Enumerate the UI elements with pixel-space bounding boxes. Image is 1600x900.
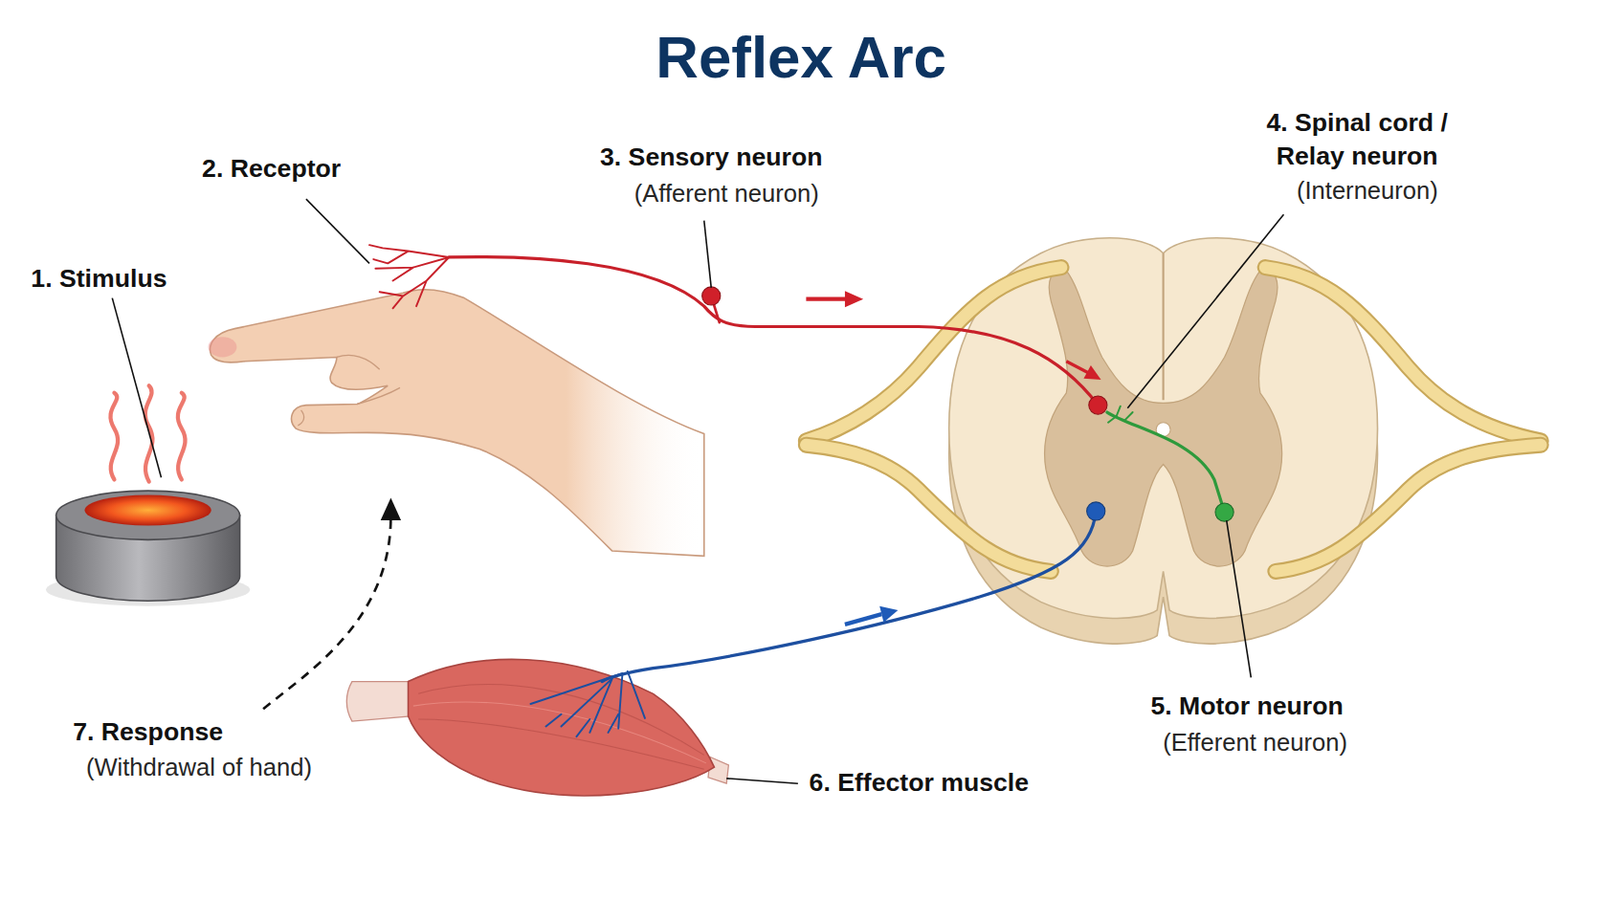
sensory-cell-body xyxy=(702,287,721,306)
fingertip-redness xyxy=(208,336,238,357)
nerve-root xyxy=(805,444,1051,572)
burner-glow xyxy=(85,494,212,526)
arrow-head xyxy=(844,290,864,308)
diagram-title: Reflex Arc xyxy=(655,22,947,90)
motor-end-plates xyxy=(530,671,645,737)
callout-label: 5. Motor neuron xyxy=(1150,691,1343,723)
leader-line xyxy=(306,199,370,264)
dorsal-fissure xyxy=(1162,253,1165,401)
hand-crease xyxy=(356,387,400,404)
receptor-endings xyxy=(369,244,449,309)
direction-arrow xyxy=(805,297,847,302)
sensory-terminal xyxy=(1088,396,1108,415)
interneuron-fiber xyxy=(1107,412,1225,512)
leader-line xyxy=(1127,214,1284,409)
nerve-root-outline xyxy=(805,444,1051,572)
thumbnail xyxy=(297,410,304,426)
response-arrow xyxy=(263,518,391,710)
burner-top xyxy=(56,490,241,540)
heat-wave xyxy=(110,393,118,481)
motor-neuron-fiber xyxy=(601,511,1096,682)
sensory-neuron-fiber xyxy=(448,257,1098,406)
leader-line xyxy=(704,221,712,289)
callout-label: 6. Effector muscle xyxy=(809,768,1030,800)
nerve-root xyxy=(805,267,1062,442)
direction-arrow xyxy=(1066,361,1088,374)
motor-cell-body xyxy=(1087,502,1106,521)
leader-line xyxy=(726,778,799,784)
effector-muscle xyxy=(408,659,715,796)
leader-line xyxy=(111,298,161,479)
muscle-striation xyxy=(413,702,707,764)
callout-label: 2. Receptor xyxy=(201,154,341,185)
heat-wave xyxy=(177,393,186,481)
hand-crease xyxy=(336,355,380,370)
callout-label: 4. Spinal cord / Relay neuron xyxy=(1240,106,1475,173)
callout-sublabel: (Interneuron) xyxy=(1296,176,1439,206)
nerve-root-outline xyxy=(805,267,1062,442)
arrow-head xyxy=(380,498,401,521)
callout-sublabel: (Efferent neuron) xyxy=(1162,728,1348,758)
muscle-striation xyxy=(418,685,705,756)
interneuron-synapse xyxy=(1108,406,1134,423)
nerve-root xyxy=(1275,444,1541,572)
callout-label: 1. Stimulus xyxy=(30,264,167,295)
callout-sublabel: (Withdrawal of hand) xyxy=(86,753,312,783)
muscle-tendon xyxy=(346,682,410,723)
interneuron-body xyxy=(1215,503,1234,522)
leader-line xyxy=(1226,520,1252,678)
arrow-head xyxy=(1083,365,1101,380)
nerve-root xyxy=(1265,267,1541,442)
hand-illustration xyxy=(210,289,705,557)
arrow-head xyxy=(879,606,898,623)
nerve-root-outline xyxy=(1275,444,1541,572)
callout-sublabel: (Afferent neuron) xyxy=(634,177,820,208)
callout-label: 7. Response xyxy=(72,717,223,749)
direction-arrow xyxy=(844,614,882,625)
callout-label: 3. Sensory neuron xyxy=(600,142,823,174)
nerve-root-outline xyxy=(1265,267,1541,442)
